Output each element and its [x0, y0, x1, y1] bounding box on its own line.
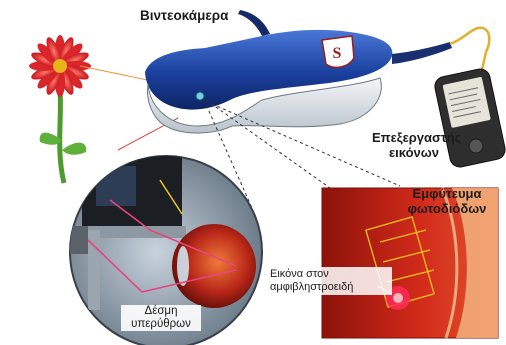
implant-label: Εμφύτευμα φωτοδιόδων: [398, 186, 496, 216]
flower-stem: [60, 90, 64, 183]
retina-image-label: Εικόνα στον αμφιβληστροειδή: [268, 267, 392, 295]
processor-label-line1: Επεξεργαστής: [372, 130, 456, 145]
infrared-beam-label: Δέσμη υπερύθρων: [121, 305, 201, 331]
goggles-temple-right: [392, 42, 452, 64]
infrared-beam-label-line1: Δέσμη: [121, 305, 201, 318]
flower-center: [53, 59, 67, 73]
eye-lens: [177, 246, 189, 286]
infrared-beam-label-line2: υπερύθρων: [121, 318, 201, 331]
logo-letter: S: [333, 45, 342, 62]
processor-label-line2: εικόνων: [372, 145, 456, 160]
goggles-illustration: S: [145, 10, 452, 133]
processor-cable: [450, 28, 489, 70]
flower-leaf-right: [62, 143, 86, 155]
processor-label: Επεξεργαστής εικόνων: [372, 130, 456, 160]
flower-illustration: [29, 35, 91, 183]
implant-label-line1: Εμφύτευμα: [398, 186, 496, 201]
implant-label-line2: φωτοδιόδων: [398, 201, 496, 216]
camera-label: Βιντεοκάμερα: [140, 9, 228, 23]
retina-image-label-line2: αμφιβληστροειδή: [270, 281, 390, 294]
retina-image-label-line1: Εικόνα στον: [270, 268, 390, 281]
camera-lens-icon: [196, 92, 204, 100]
display-panel: [96, 166, 136, 206]
goggles-strap: [238, 10, 270, 36]
processor-dial: [469, 139, 483, 153]
